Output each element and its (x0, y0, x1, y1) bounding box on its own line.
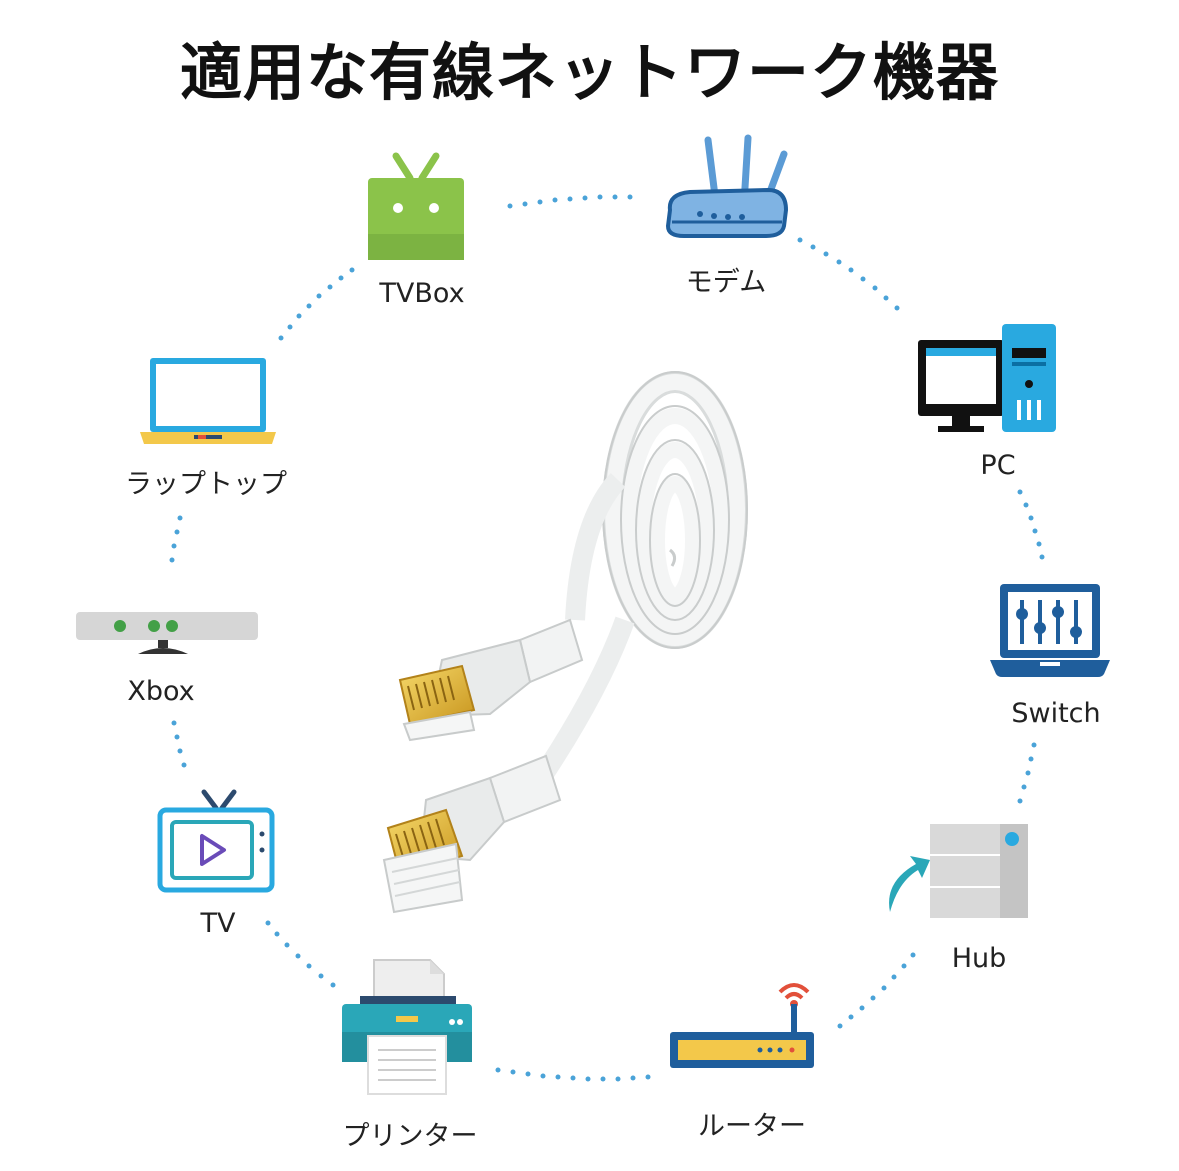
dots-laptop-tvbox (278, 267, 355, 341)
desktop-pc-icon (916, 322, 1058, 436)
label-pc: PC (980, 450, 1016, 481)
xbox-kinect-icon (74, 608, 260, 658)
label-tvbox: TVBox (379, 278, 465, 309)
label-switch: Switch (1011, 698, 1101, 729)
tv-icon (156, 788, 276, 896)
label-router: ルーター (698, 1111, 806, 1142)
dots-hub-router (837, 952, 916, 1029)
label-modem: モデム (685, 267, 767, 298)
dots-printer-tv (265, 920, 336, 988)
ethernet-cable-image (370, 360, 770, 920)
dots-xbox-laptop (169, 515, 183, 563)
label-tv: TV (200, 908, 236, 939)
label-printer: プリンター (342, 1121, 478, 1152)
dots-pc-switch (1017, 489, 1045, 560)
android-tv-box-icon (362, 150, 470, 262)
page-title: 適用な有線ネットワーク機器 (179, 36, 999, 109)
label-hub: Hub (951, 943, 1007, 974)
dots-tv-xbox (171, 720, 187, 768)
printer-icon (340, 958, 474, 1096)
dots-router-printer (495, 1067, 651, 1082)
wifi-modem-icon (660, 132, 790, 244)
hub-server-icon (880, 822, 1030, 922)
dots-switch-hub (1017, 742, 1037, 804)
dots-modem-pc (797, 237, 900, 311)
router-icon (668, 974, 816, 1070)
dots-tvbox-modem (507, 194, 633, 209)
laptop-icon (138, 356, 278, 448)
label-xbox: Xbox (127, 676, 195, 707)
label-laptop: ラップトップ (125, 469, 287, 500)
switch-laptop-icon (990, 582, 1110, 678)
